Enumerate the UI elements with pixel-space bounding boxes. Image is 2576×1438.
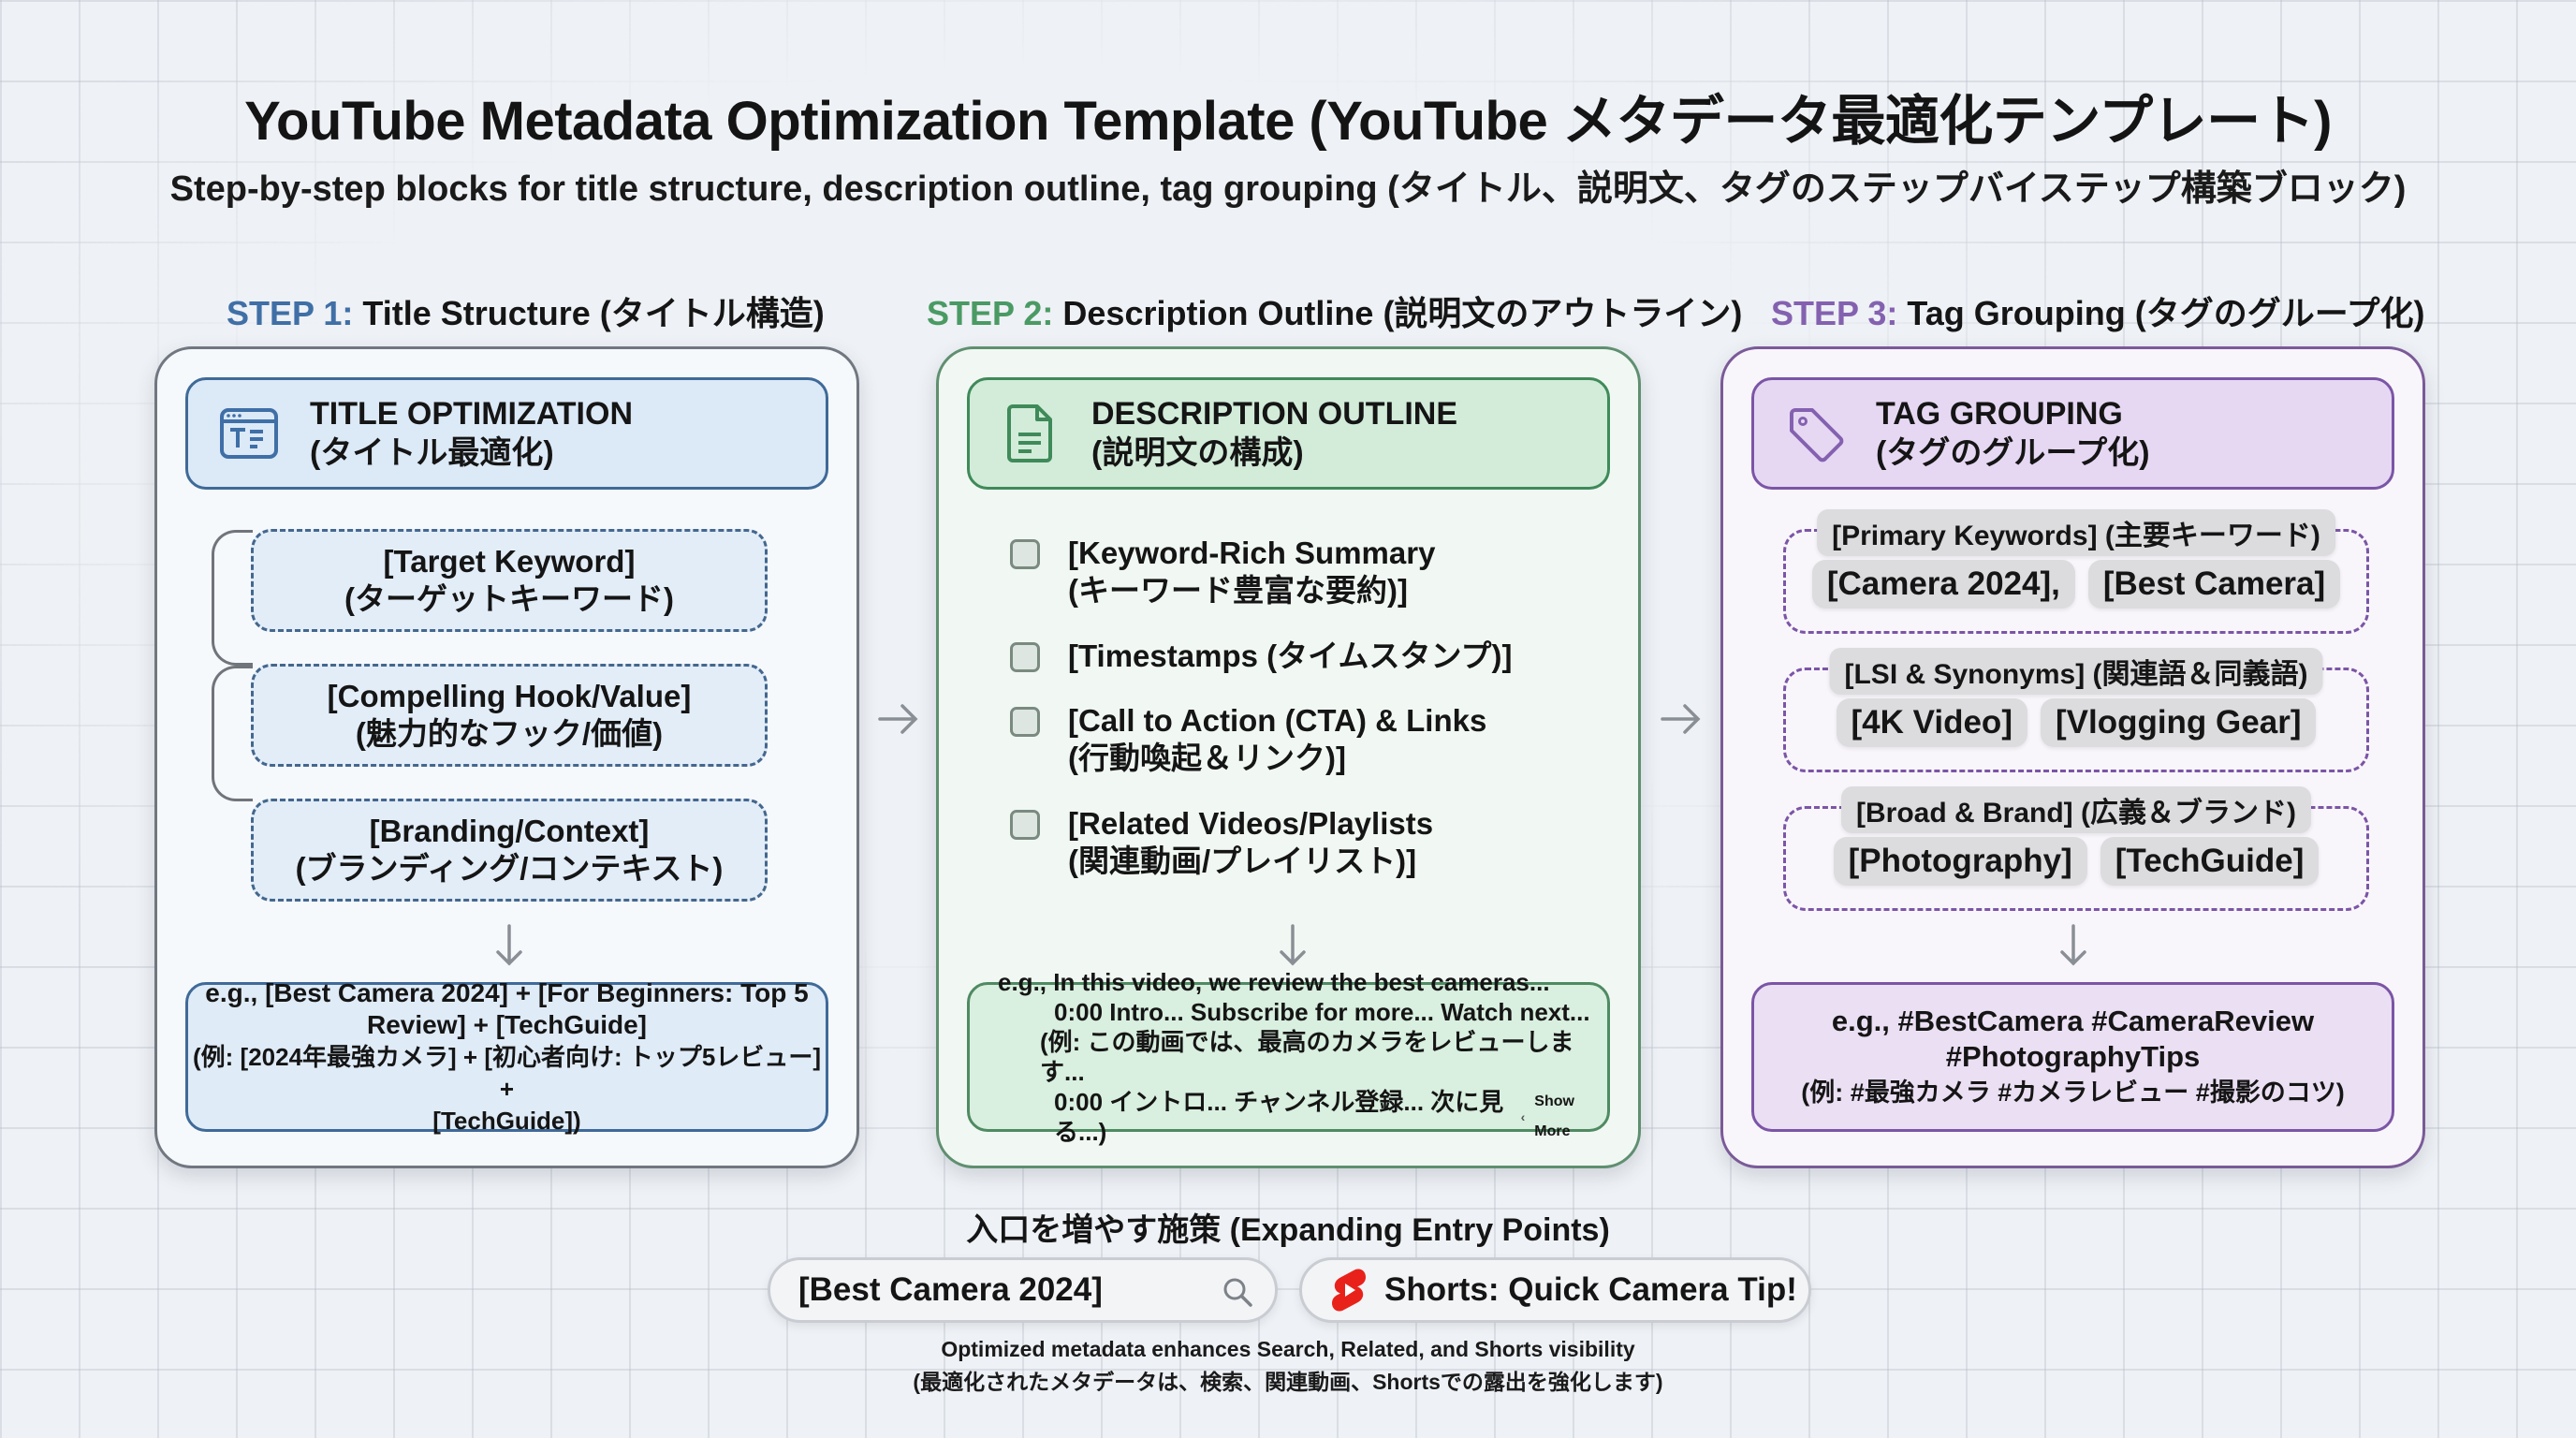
- document-icon: [1007, 404, 1052, 462]
- tag-chip[interactable]: [Photography]: [1833, 837, 2087, 886]
- shorts-label: Shorts: Quick Camera Tip!: [1384, 1271, 1797, 1308]
- search-icon[interactable]: [1221, 1275, 1254, 1309]
- header-title-jp: (説明文の構成): [1091, 435, 1304, 471]
- description-outline-card: DESCRIPTION OUTLINE (説明文の構成) [Keyword-Ri…: [936, 346, 1641, 1168]
- block-label-jp: (魅力的なフック/価値): [355, 716, 664, 751]
- arrow-down-icon: [1280, 924, 1306, 966]
- header-title-en: DESCRIPTION OUTLINE: [1091, 396, 1458, 432]
- title-window-icon: [220, 408, 278, 459]
- title-optimization-header: TITLE OPTIMIZATION (タイトル最適化): [185, 377, 828, 490]
- checkbox[interactable]: [1010, 539, 1040, 569]
- footer-note-en: Optimized metadata enhances Search, Rela…: [941, 1337, 1635, 1361]
- arrow-right-icon: [1661, 704, 1701, 734]
- step-2-number: STEP 2:: [927, 294, 1054, 332]
- title-block-target-keyword: [Target Keyword] (ターゲットキーワード): [251, 529, 768, 632]
- checklist-label-jp: (キーワード豊富な要約)]: [1068, 573, 1408, 608]
- example-text: e.g., #BestCamera #CameraReview: [1831, 1005, 2315, 1037]
- tag-group-broad-brand: [Broad & Brand] (広義＆ブランド) [Photography] …: [1783, 786, 2369, 911]
- tag-chip[interactable]: [4K Video]: [1836, 698, 2027, 747]
- shorts-button[interactable]: Shorts: Quick Camera Tip!: [1299, 1257, 1811, 1323]
- tag-grouping-card: TAG GROUPING (タグのグループ化) [Primary Keyword…: [1720, 346, 2425, 1168]
- example-text: e.g., In this video, we review the best …: [998, 968, 1550, 996]
- example-text-jp: (例: [2024年最強カメラ] + [初心者向け: トップ5レビュー] +: [193, 1043, 821, 1103]
- tag-chip[interactable]: [Best Camera]: [2087, 560, 2341, 609]
- description-outline-header: DESCRIPTION OUTLINE (説明文の構成): [967, 377, 1610, 490]
- arrow-right-icon: [878, 704, 918, 734]
- title-example-box: e.g., [Best Camera 2024] + [For Beginner…: [185, 978, 828, 1135]
- header-title-en: TITLE OPTIMIZATION: [310, 396, 633, 432]
- step-3-title: Tag Grouping (タグのグループ化): [1907, 294, 2425, 332]
- arrow-down-icon: [2060, 924, 2086, 966]
- search-input-value[interactable]: [Best Camera 2024]: [798, 1271, 1103, 1308]
- checklist-item-cta-links[interactable]: [Call to Action (CTA) & Links(行動喚起＆リンク)]: [1010, 702, 1486, 777]
- checkbox[interactable]: [1010, 642, 1040, 672]
- checklist-label-jp: (関連動画/プレイリスト)]: [1068, 844, 1417, 878]
- step-1-title: Title Structure (タイトル構造): [362, 294, 825, 332]
- tag-example-box: e.g., #BestCamera #CameraReview #Photogr…: [1751, 982, 2394, 1132]
- tag-group-primary: [Primary Keywords] (主要キーワード) [Camera 202…: [1783, 509, 2369, 634]
- page-subtitle: Step-by-step blocks for title structure,…: [169, 169, 2407, 209]
- step-3-number: STEP 3:: [1771, 294, 1898, 332]
- step-1-label: STEP 1: Title Structure (タイトル構造): [227, 286, 825, 335]
- example-text: Review] + [TechGuide]: [367, 1010, 647, 1039]
- checklist-label-jp: (行動喚起＆リンク)]: [1068, 741, 1346, 775]
- step-1-number: STEP 1:: [227, 294, 354, 332]
- step-2-label: STEP 2: Description Outline (説明文のアウトライン): [927, 286, 1742, 335]
- example-text: #PhotographyTips: [1945, 1040, 2201, 1073]
- header-title-jp: (タイトル最適化): [310, 435, 554, 471]
- header-title-en: TAG GROUPING: [1876, 396, 2123, 432]
- example-text-jp: (例: #最強カメラ #カメラレビュー #撮影のコツ): [1801, 1078, 2345, 1107]
- tag-group-label: [LSI & Synonyms] (関連語＆同義語): [1829, 648, 2323, 695]
- tag-chip[interactable]: [TechGuide]: [2100, 837, 2320, 886]
- checklist-label: [Timestamps (タイムスタンプ)]: [1068, 638, 1513, 673]
- description-example-box: e.g., In this video, we review the best …: [967, 968, 1610, 1146]
- tag-group-label: [Broad & Brand] (広義＆ブランド): [1841, 786, 2311, 833]
- checklist-label: [Related Videos/Playlists: [1068, 806, 1434, 841]
- checkbox[interactable]: [1010, 810, 1040, 840]
- bracket-connector: [212, 530, 253, 666]
- tag-group-lsi: [LSI & Synonyms] (関連語＆同義語) [4K Video] [V…: [1783, 648, 2369, 772]
- tag-group-label: [Primary Keywords] (主要キーワード): [1817, 509, 2335, 556]
- tag-chip[interactable]: [Vlogging Gear]: [2040, 698, 2317, 747]
- block-label-en: [Target Keyword]: [383, 544, 636, 579]
- example-text-jp: 0:00 イントロ... チャンネル登録... 次に見る...): [1054, 1088, 1504, 1146]
- example-text-jp: (例: この動画では、最高のカメラをレビューします...: [1040, 1028, 1574, 1086]
- bracket-connector: [212, 666, 253, 801]
- youtube-shorts-icon: [1332, 1269, 1366, 1312]
- block-label-jp: (ターゲットキーワード): [344, 581, 674, 616]
- checklist-label: [Keyword-Rich Summary: [1068, 536, 1436, 570]
- block-label-en: [Compelling Hook/Value]: [327, 679, 692, 713]
- show-more-link[interactable]: Show More: [1534, 1093, 1574, 1139]
- arrow-down-icon: [496, 924, 522, 966]
- step-3-label: STEP 3: Tag Grouping (タグのグループ化): [1771, 286, 2425, 335]
- entry-points-heading: 入口を増やす施策 (Expanding Entry Points): [966, 1212, 1610, 1248]
- search-bar[interactable]: [Best Camera 2024]: [768, 1257, 1278, 1323]
- step-2-title: Description Outline (説明文のアウトライン): [1062, 294, 1743, 332]
- footer-note-jp: (最適化されたメタデータは、検索、関連動画、Shortsでの露出を強化します): [913, 1370, 1663, 1394]
- title-block-hook-value: [Compelling Hook/Value] (魅力的なフック/価値): [251, 664, 768, 767]
- example-text-jp: [TechGuide]): [432, 1107, 581, 1135]
- tag-chip[interactable]: [Camera 2024],: [1811, 560, 2075, 609]
- checklist-item-summary[interactable]: [Keyword-Rich Summary(キーワード豊富な要約)]: [1010, 535, 1435, 609]
- checklist-label: [Call to Action (CTA) & Links: [1068, 703, 1487, 738]
- example-text: 0:00 Intro... Subscribe for more... Watc…: [1054, 998, 1590, 1026]
- page-title: YouTube Metadata Optimization Template (…: [244, 91, 2332, 152]
- checklist-item-related-videos[interactable]: [Related Videos/Playlists(関連動画/プレイリスト)]: [1010, 805, 1433, 880]
- checkbox[interactable]: [1010, 707, 1040, 737]
- chevron-left-icon: ‹: [1520, 1109, 1526, 1124]
- title-block-branding-context: [Branding/Context] (ブランディング/コンテキスト): [251, 799, 768, 902]
- example-text: e.g., [Best Camera 2024] + [For Beginner…: [205, 978, 809, 1007]
- checklist-item-timestamps[interactable]: [Timestamps (タイムスタンプ)]: [1010, 638, 1512, 675]
- header-title-jp: (タグのグループ化): [1876, 435, 2150, 471]
- tag-icon: [1790, 408, 1844, 462]
- example-last-line: 0:00 イントロ... チャンネル登録... 次に見る...) ‹ Show …: [998, 1087, 1607, 1147]
- title-structure-card: TITLE OPTIMIZATION (タイトル最適化) [Target Key…: [154, 346, 859, 1168]
- block-label-jp: (ブランディング/コンテキスト): [295, 851, 724, 886]
- tag-grouping-header: TAG GROUPING (タグのグループ化): [1751, 377, 2394, 490]
- block-label-en: [Branding/Context]: [369, 814, 650, 848]
